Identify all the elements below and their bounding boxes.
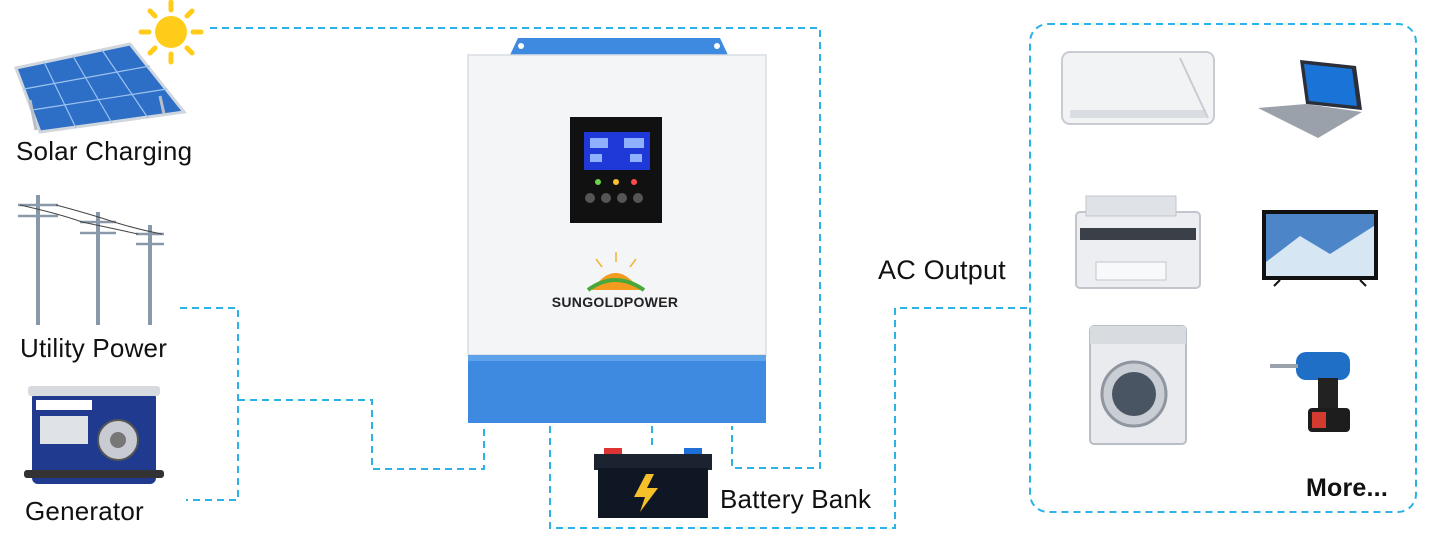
generator-icon	[24, 386, 164, 484]
tv-icon	[1262, 210, 1378, 287]
connector-lines	[180, 23, 1417, 529]
air-conditioner-icon	[1061, 51, 1215, 125]
grid-to-inverter-connector	[238, 399, 485, 470]
power-line-icon	[18, 195, 164, 325]
inverter-unit	[467, 38, 767, 423]
printer-icon	[1075, 195, 1201, 289]
ac-output-frame	[1029, 23, 1417, 513]
utility-connector	[180, 307, 239, 501]
washing-machine-icon	[1089, 325, 1187, 445]
utility-power-label: Utility Power	[20, 333, 168, 363]
ac-output-label: AC Output	[878, 255, 1006, 285]
brand-logo	[586, 252, 646, 292]
laptop-icon	[1258, 60, 1362, 138]
solar-charging-label: Solar Charging	[16, 136, 193, 166]
generator-label: Generator	[25, 496, 144, 526]
battery-icon	[594, 448, 712, 518]
solar-panel-icon	[13, 42, 187, 134]
sun-icon	[138, 0, 204, 65]
battery-bank-label: Battery Bank	[720, 484, 872, 514]
solar-connector	[210, 27, 821, 469]
inverter-brand: SUNGOLDPOWER	[551, 294, 679, 310]
drill-icon	[1270, 352, 1350, 432]
lcd-screen	[584, 132, 650, 170]
battery-connector	[549, 307, 1030, 529]
more-label: More...	[1306, 474, 1388, 502]
